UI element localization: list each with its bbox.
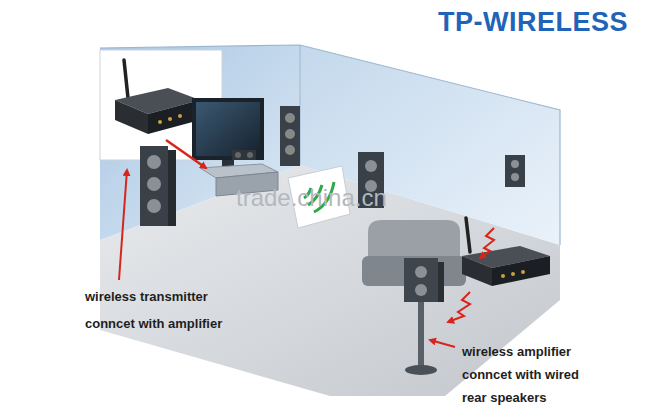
tv-frame [192,98,264,160]
jack [168,117,172,121]
jack [178,114,182,118]
brand-logo: TP-WIRELESS [438,6,628,38]
speaker-stand [418,302,424,368]
tower-speaker [505,155,525,187]
jack [521,270,525,274]
transmitter-side [115,100,148,134]
amplifier-side [462,256,492,286]
callout-label: wireless transmitter conncet with amplif… [85,283,240,337]
stand-base [405,365,437,375]
jack [501,274,505,278]
antenna [124,60,128,98]
driver [415,266,427,278]
driver [285,129,295,139]
antenna [466,218,470,252]
wall-edge [100,45,560,245]
driver [365,160,377,172]
driver [415,284,427,296]
watermark: trade.china.cn [236,184,387,212]
driver [511,173,519,181]
tower-speaker [280,106,300,166]
jack [158,120,162,124]
leader-arrow [119,170,127,280]
center-speaker [232,150,256,160]
callout-label: wireless amplifier conncet with wired re… [462,340,594,409]
driver [147,155,161,169]
leader-arrow [430,340,455,347]
rear-speaker [404,258,438,302]
driver [285,145,295,155]
signal-arrow [166,140,206,168]
amplifier-front [492,256,550,286]
tv-screen [196,102,260,156]
jack [511,272,515,276]
driver [235,152,241,158]
tower-side [168,150,176,226]
driver [247,152,253,158]
signal-zigzag [480,228,494,258]
signal-zigzag [448,292,470,322]
driver [147,199,161,213]
tower-speaker [140,146,168,226]
driver [147,177,161,191]
rear-speaker-side [438,262,444,302]
driver [285,113,295,123]
sofa-back [368,220,460,260]
driver [511,160,519,168]
